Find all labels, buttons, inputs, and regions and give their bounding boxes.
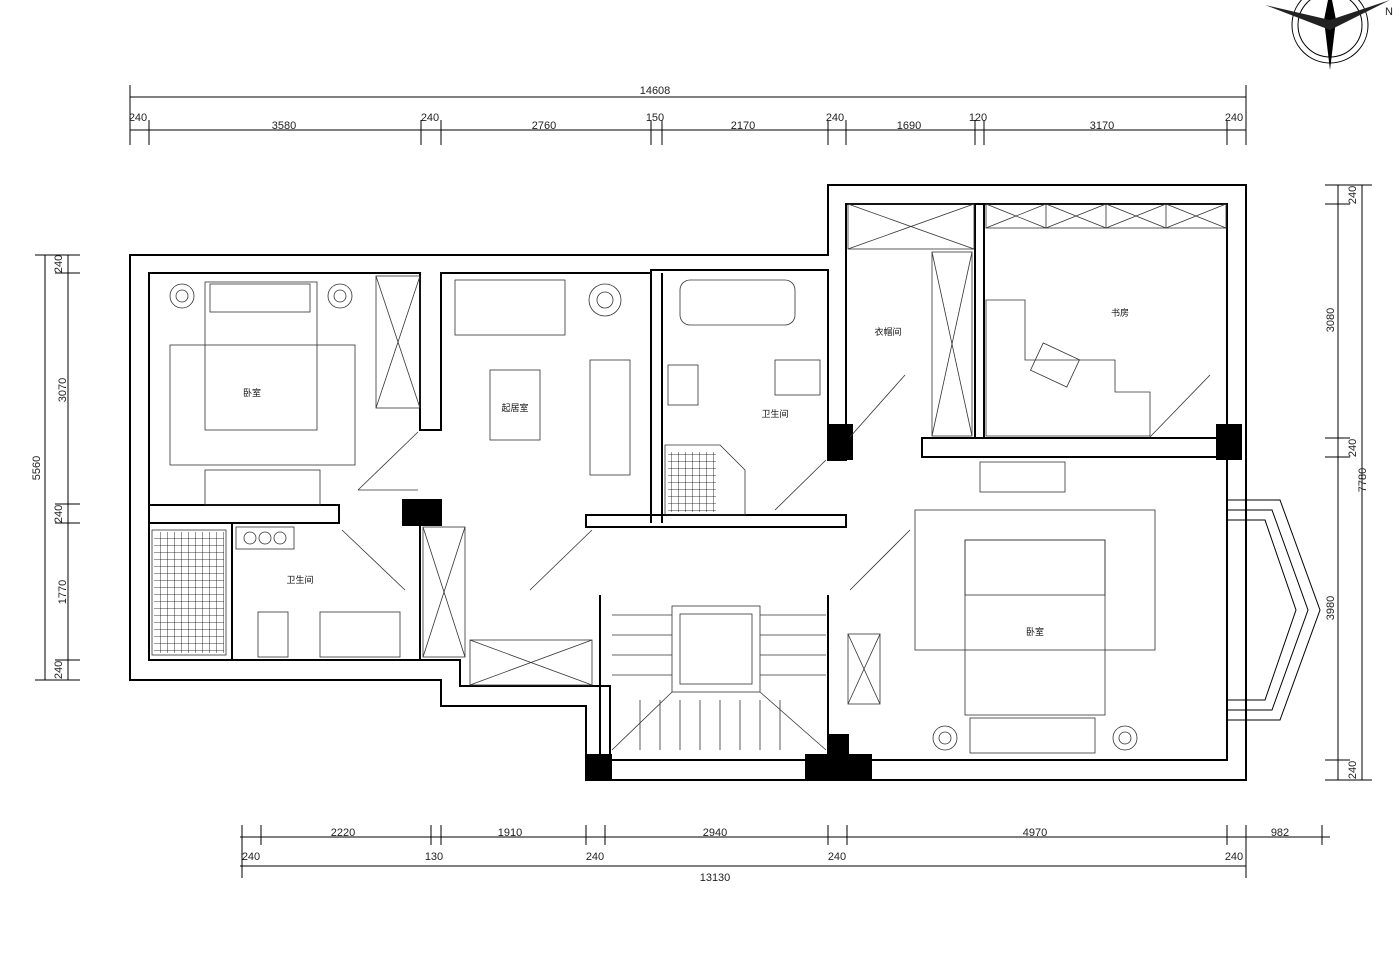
dim-label: 240: [1347, 439, 1359, 457]
bay-window: [1227, 499, 1321, 721]
room-label-living: 起居室: [501, 402, 528, 413]
dim-label: 4970: [1023, 827, 1047, 839]
left-dimensions: 240 3070 240 1770 240 5560: [31, 254, 80, 681]
dim-label: 240: [1347, 186, 1359, 204]
bottom-dimensions: 2220 1910 2940 4970 982 240 130 240 240 …: [240, 825, 1330, 884]
dim-label: 240: [586, 851, 604, 863]
dim-label: 240: [53, 505, 65, 523]
dim-label: 1910: [498, 827, 522, 839]
dim-label: 3980: [1325, 596, 1337, 620]
compass-label: N: [1385, 6, 1393, 18]
furniture: [151, 279, 1211, 754]
dim-total-top: 14608: [640, 85, 671, 97]
dim-label: 240: [1225, 112, 1243, 124]
dim-label: 1770: [57, 580, 69, 604]
dim-label: 982: [1271, 827, 1289, 839]
dim-total-bottom: 13130: [700, 872, 731, 884]
dim-total-left: 5560: [31, 456, 43, 480]
room-label-bath-west: 卫生间: [286, 574, 313, 585]
wardrobes: [375, 203, 1227, 705]
dim-label: 3070: [57, 378, 69, 402]
dim-label: 2220: [331, 827, 355, 839]
interior-walls: [148, 204, 1242, 781]
dim-label: 1690: [897, 120, 921, 132]
room-labels: 卧室 起居室 卫生间 卫生间 衣帽间 书房 卧室: [243, 307, 1129, 637]
dim-label: 2760: [532, 120, 556, 132]
shower-tile-west: [154, 532, 224, 653]
compass-icon: N: [1265, 0, 1393, 70]
dim-label: 240: [1347, 761, 1359, 779]
dim-label: 150: [646, 112, 664, 124]
dim-label: 3170: [1090, 120, 1114, 132]
dim-label: 130: [425, 851, 443, 863]
dim-total-right: 7780: [1357, 468, 1369, 492]
dim-label: 240: [53, 661, 65, 679]
dim-label: 2170: [731, 120, 755, 132]
room-label-closet: 衣帽间: [874, 326, 901, 337]
right-dimensions: 240 3080 240 3980 240 7780: [1325, 184, 1372, 781]
dim-label: 120: [969, 112, 987, 124]
dim-label: 240: [421, 112, 439, 124]
room-label-study: 书房: [1111, 307, 1129, 318]
dim-label: 240: [129, 112, 147, 124]
dim-label: 240: [828, 851, 846, 863]
top-dimensions: 14608 240 3580 240 2760 150 2170 240 169…: [129, 85, 1247, 145]
dim-label: 240: [826, 112, 844, 124]
dim-label: 240: [242, 851, 260, 863]
room-label-bath-center: 卫生间: [761, 408, 788, 419]
dim-label: 240: [1225, 851, 1243, 863]
dim-label: 240: [53, 255, 65, 273]
shower-tile-center: [668, 452, 716, 512]
room-label-bedroom-west: 卧室: [243, 387, 261, 398]
room-label-bedroom-east: 卧室: [1026, 626, 1044, 637]
dim-label: 3080: [1325, 308, 1337, 332]
dim-label: 3580: [272, 120, 296, 132]
dim-label: 2940: [703, 827, 727, 839]
